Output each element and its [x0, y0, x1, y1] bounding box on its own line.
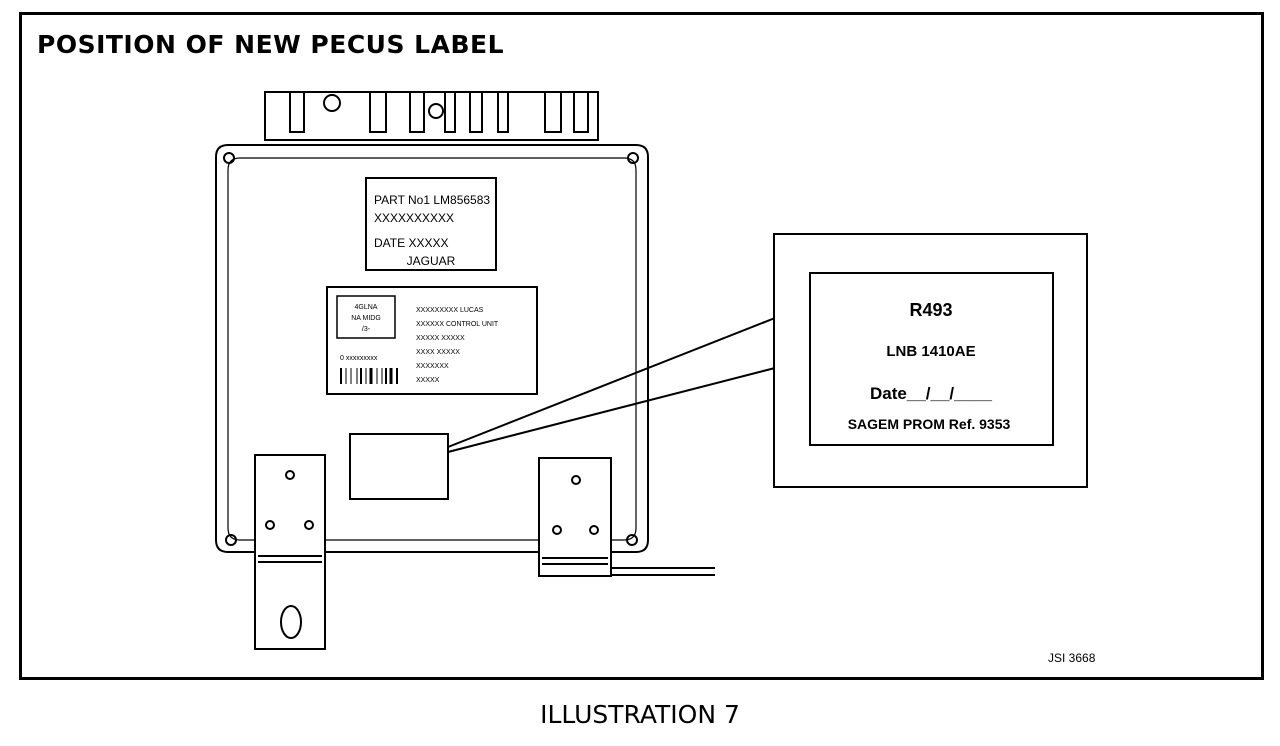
lucas-line5: XXXXXXX: [416, 363, 449, 370]
illustration-title: POSITION OF NEW PECUS LABEL: [37, 30, 505, 59]
lucas-label: 4GLNA NA MIDG /3- 0 xxxxxxxxx XXXXXXXXX …: [326, 286, 538, 395]
new-label-position: [349, 433, 449, 500]
lucas-line4: XXXX XXXXX: [416, 349, 460, 356]
lucas-line2: XXXXXX CONTROL UNIT: [416, 321, 499, 328]
lucas-box-line3: /3-: [362, 326, 371, 333]
callout-box: R493 LNB 1410AE Date__/__/____ SAGEM PRO…: [773, 233, 1088, 488]
right-mounting-bracket: [538, 457, 715, 577]
lucas-box-line2: NA MIDG: [351, 315, 381, 322]
callout-pointer: [447, 317, 776, 453]
lucas-line6: XXXXX: [416, 377, 440, 384]
ecu-connector: [264, 91, 599, 141]
part-label-line4: JAGUAR: [407, 254, 456, 268]
part-number-label: PART No1 LM856583 XXXXXXXXXX DATE XXXXX …: [365, 177, 497, 271]
barcode: [340, 368, 398, 384]
part-label-line3: DATE XXXXX: [374, 236, 448, 250]
part-label-line2: XXXXXXXXXX: [374, 211, 454, 225]
ecu-body: [215, 144, 649, 553]
pecus-label-line1: R493: [909, 300, 952, 320]
lucas-serial: 0 xxxxxxxxx: [340, 355, 378, 362]
part-label-line1: PART No1 LM856583: [374, 193, 490, 207]
illustration-caption: ILLUSTRATION 7: [540, 700, 740, 729]
pecus-label-line2: LNB 1410AE: [886, 343, 975, 360]
lucas-line3: XXXXX XXXXX: [416, 335, 465, 342]
reference-code: JSI 3668: [1048, 651, 1096, 665]
pecus-label-line4: SAGEM PROM Ref. 9353: [848, 416, 1011, 432]
pecus-label-line3: Date__/__/____: [870, 384, 992, 403]
lucas-line1: XXXXXXXXX LUCAS: [416, 307, 484, 314]
left-mounting-bracket: [254, 454, 326, 650]
illustration-frame: [19, 12, 1264, 680]
lucas-box-line1: 4GLNA: [355, 304, 378, 311]
